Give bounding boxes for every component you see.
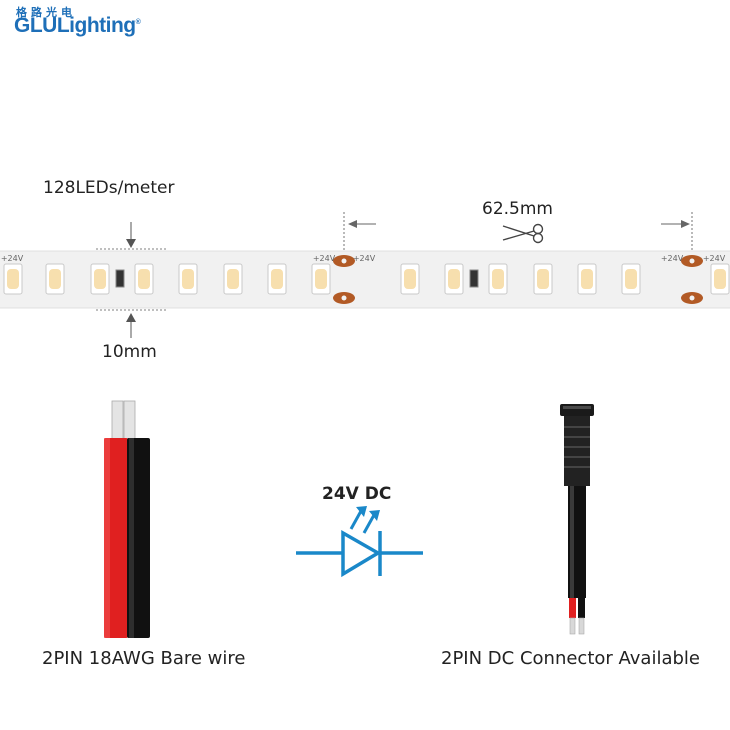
scissors-icon (502, 223, 544, 244)
pad-voltage-label: +24V (1, 254, 24, 263)
cut-pads: +24V +24V +24V +24V +24V (1, 254, 726, 304)
width-dimension (96, 222, 166, 338)
pad-voltage-label: +24V (313, 254, 336, 263)
pad-voltage-label: +24V (661, 254, 684, 263)
registered-mark: ® (135, 19, 141, 26)
led-chip (134, 263, 154, 295)
brand-logo: GLULighting® (14, 14, 141, 38)
pad-voltage-label: +24V (353, 254, 376, 263)
led-chip (3, 263, 23, 295)
led-chip (577, 263, 597, 295)
led-diode-icon (296, 506, 423, 578)
dc-connector (560, 404, 594, 635)
led-chip (444, 263, 464, 295)
cut-length-label: 62.5mm (482, 199, 553, 219)
led-chip (400, 263, 420, 295)
led-chip (90, 263, 110, 295)
dc-connector-label: 2PIN DC Connector Available (441, 648, 700, 669)
brand-chinese-name: 格路光电 (16, 6, 76, 19)
resistor (115, 269, 125, 288)
led-chip (178, 263, 198, 295)
bare-wire-label: 2PIN 18AWG Bare wire (42, 648, 246, 669)
pad-voltage-label: +24V (703, 254, 726, 263)
led-chip (45, 263, 65, 295)
led-density-label: 128LEDs/meter (43, 178, 175, 198)
voltage-label: 24V DC (322, 484, 392, 504)
led-chips (3, 263, 730, 295)
led-chip (311, 263, 331, 295)
led-chip (488, 263, 508, 295)
led-chip (621, 263, 641, 295)
brand-name: GLULighting (14, 14, 136, 37)
led-chip (223, 263, 243, 295)
strip-width-label: 10mm (102, 342, 157, 362)
resistors (115, 269, 479, 288)
led-chip (267, 263, 287, 295)
cut-length-dimension (343, 212, 693, 250)
resistor (469, 269, 479, 288)
led-chip (533, 263, 553, 295)
led-chip (710, 263, 730, 295)
bare-wire (104, 400, 150, 638)
